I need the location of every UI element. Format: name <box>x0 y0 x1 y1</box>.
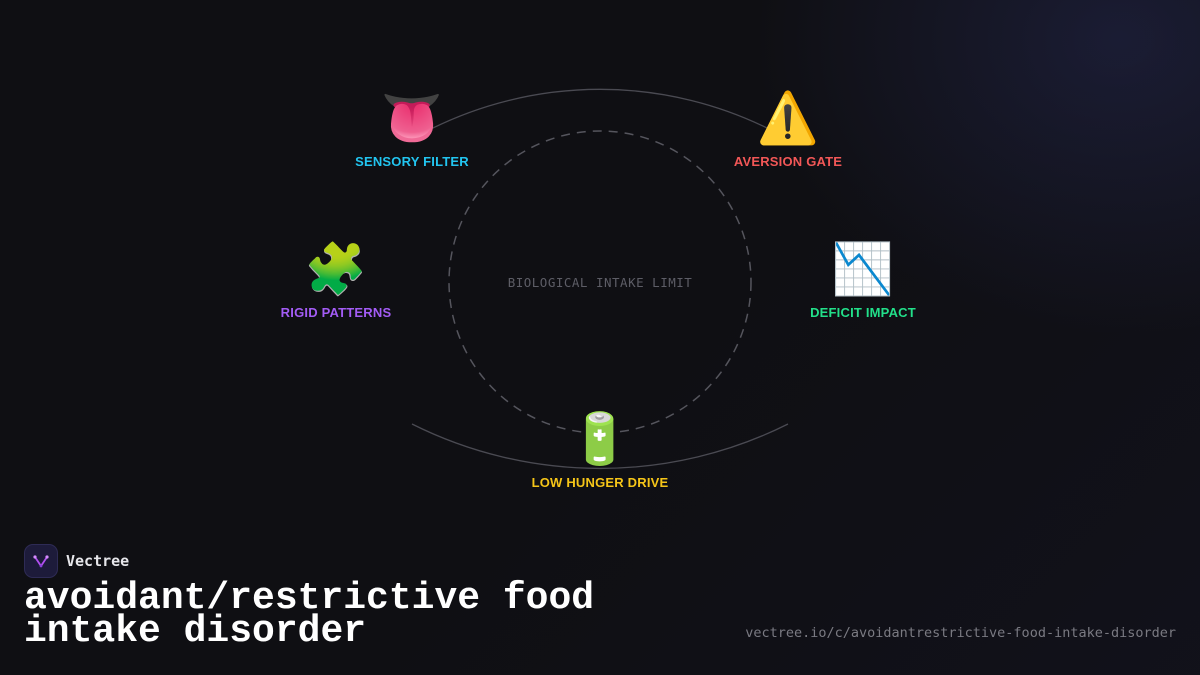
page-url[interactable]: vectree.io/c/avoidantrestrictive-food-in… <box>745 625 1176 641</box>
node-rigid-patterns: 🧩 RIGID PATTERNS <box>236 239 436 320</box>
tongue-icon: 👅 <box>380 89 444 147</box>
node-label: SENSORY FILTER <box>355 154 469 169</box>
inner-dashed-circle <box>448 130 752 434</box>
chart-decreasing-icon: 📉 <box>831 240 895 298</box>
node-low-hunger-drive: 🔋 LOW HUNGER DRIVE <box>500 409 700 490</box>
outer-arc-top <box>424 88 776 133</box>
battery-icon: 🔋 <box>568 410 632 468</box>
node-deficit-impact: 📉 DEFICIT IMPACT <box>763 239 963 320</box>
vectree-logo-icon <box>24 544 58 578</box>
node-aversion-gate: ⚠️ AVERSION GATE <box>688 88 888 169</box>
outer-arc-bottom <box>411 423 789 469</box>
brand[interactable]: Vectree <box>24 544 129 578</box>
page-title: avoidant/restrictive food intake disorde… <box>24 577 595 653</box>
center-label: BIOLOGICAL INTAKE LIMIT <box>507 275 693 290</box>
puzzle-icon: 🧩 <box>304 240 368 298</box>
node-label: DEFICIT IMPACT <box>810 305 916 320</box>
brand-name: Vectree <box>66 552 130 570</box>
node-label: RIGID PATTERNS <box>280 305 392 320</box>
node-label: AVERSION GATE <box>733 154 843 169</box>
node-label: LOW HUNGER DRIVE <box>531 475 669 490</box>
node-sensory-filter: 👅 SENSORY FILTER <box>312 88 512 169</box>
warning-icon: ⚠️ <box>756 89 820 147</box>
